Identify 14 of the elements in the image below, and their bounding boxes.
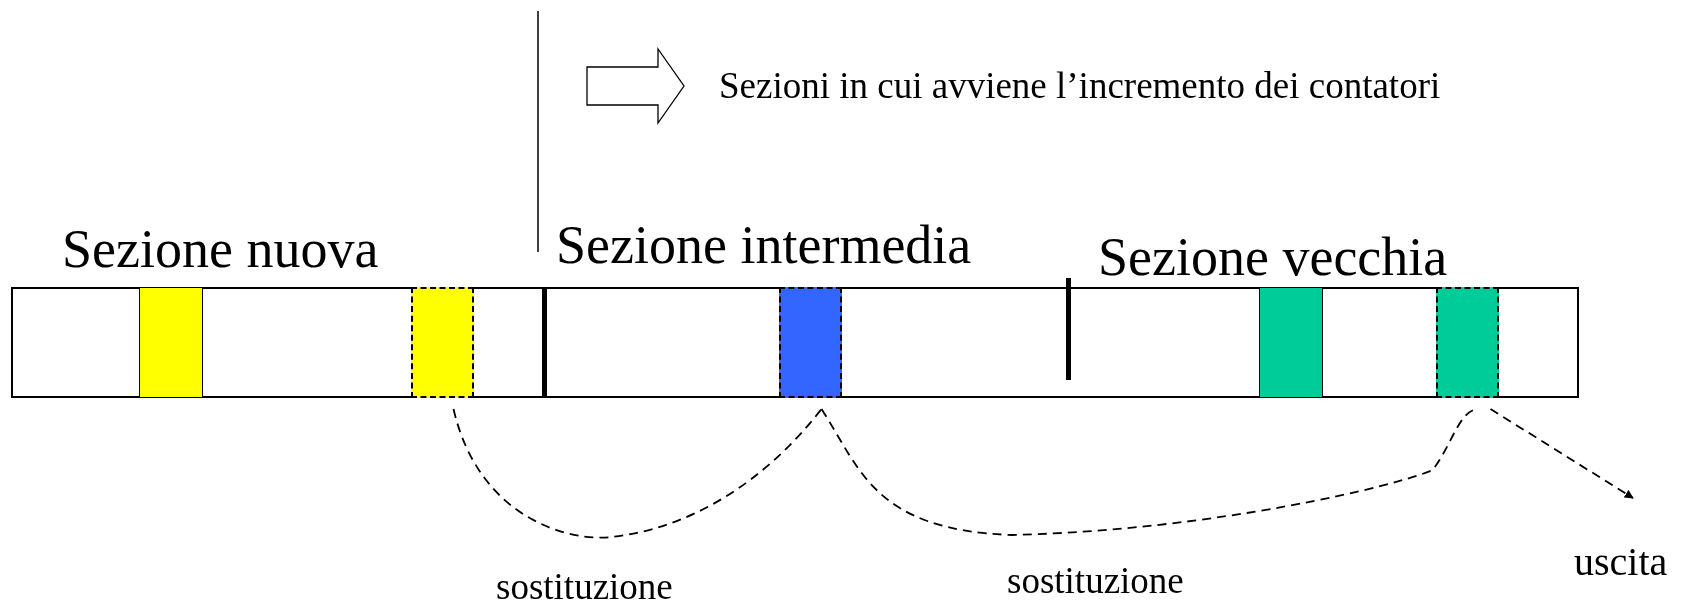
section-title: Sezione nuova (62, 222, 379, 276)
section-title: Sezione intermedia (556, 218, 972, 272)
block (1436, 287, 1499, 398)
block (779, 287, 842, 398)
legend-text: Sezioni in cui avviene l’incremento dei contatori (719, 67, 1441, 104)
block (1259, 287, 1323, 398)
section-title: Sezione vecchia (1098, 230, 1448, 284)
edge-label: sostituzione (496, 568, 673, 602)
block (411, 287, 474, 398)
block (139, 287, 203, 398)
arrow (1489, 408, 1634, 499)
connector-line (452, 408, 823, 539)
exit-label: uscita (1574, 540, 1668, 584)
edge-label: sostituzione (1007, 562, 1184, 599)
